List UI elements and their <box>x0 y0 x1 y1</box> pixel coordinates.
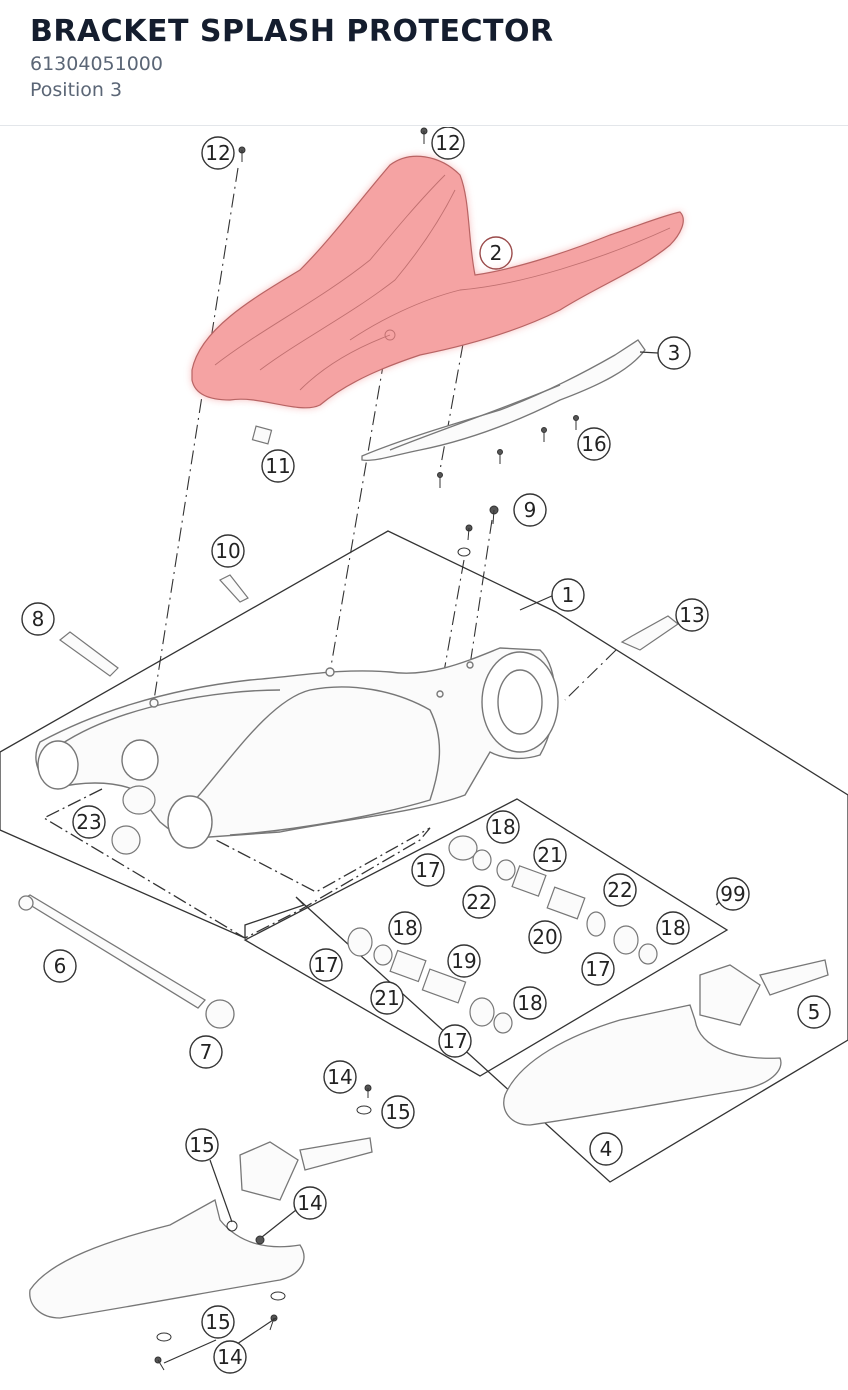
callout-3-label: 3 <box>668 341 681 365</box>
callout-17c-label: 17 <box>585 957 610 981</box>
chain-slider-lower <box>29 1137 373 1319</box>
page-header: BRACKET SPLASH PROTECTOR 61304051000 Pos… <box>0 0 848 126</box>
callout-15c-label: 15 <box>205 1310 230 1334</box>
callout-23-label: 23 <box>76 810 101 834</box>
chain-guide-part-3 <box>361 339 646 461</box>
callout-12a-label: 12 <box>205 141 230 165</box>
callout-2: 2 <box>479 236 513 270</box>
callout-1: 1 <box>551 578 585 612</box>
swingarm <box>35 647 559 849</box>
axle-part-6 <box>18 894 235 1029</box>
callout-6: 6 <box>43 949 77 983</box>
callout-18d-label: 18 <box>517 991 542 1015</box>
callout-8: 8 <box>21 602 55 636</box>
callout-15b: 15 <box>185 1128 219 1162</box>
frame-23-outline <box>42 788 431 939</box>
callout-23: 23 <box>72 805 106 839</box>
callout-9: 9 <box>513 493 547 527</box>
callout-18d: 18 <box>513 986 547 1020</box>
callout-17c: 17 <box>581 952 615 986</box>
callout-15b-label: 15 <box>189 1133 214 1157</box>
page-title: BRACKET SPLASH PROTECTOR <box>30 14 554 49</box>
part-number: 61304051000 <box>30 53 163 75</box>
callout-22b: 22 <box>603 873 637 907</box>
callout-16: 16 <box>577 427 611 461</box>
callout-5: 5 <box>797 995 831 1029</box>
callout-17d-label: 17 <box>442 1029 467 1053</box>
callout-15c: 15 <box>201 1305 235 1339</box>
callout-13-label: 13 <box>679 603 704 627</box>
callout-18b-label: 18 <box>392 916 417 940</box>
callout-20-label: 20 <box>532 925 557 949</box>
callout-14b: 14 <box>293 1186 327 1220</box>
frame-99-outline <box>243 798 729 1077</box>
callout-18a: 18 <box>486 810 520 844</box>
callout-10: 10 <box>211 534 245 568</box>
callout-14c-label: 14 <box>217 1345 242 1369</box>
chain-slider-part-4 <box>503 959 829 1126</box>
callout-20: 20 <box>528 920 562 954</box>
position-label: Position 3 <box>30 79 123 101</box>
callout-99-label: 99 <box>720 882 745 906</box>
callout-99: 99 <box>716 877 750 911</box>
callout-11-label: 11 <box>265 454 290 478</box>
callout-19-label: 19 <box>451 949 476 973</box>
callout-12a: 12 <box>201 136 235 170</box>
callout-17b-label: 17 <box>313 953 338 977</box>
assembly-frames <box>0 530 848 1183</box>
callout-10-label: 10 <box>215 539 240 563</box>
callout-15a: 15 <box>381 1095 415 1129</box>
callout-7: 7 <box>189 1035 223 1069</box>
callout-5-label: 5 <box>808 1000 821 1024</box>
callout-21a-label: 21 <box>537 843 562 867</box>
callout-2-label: 2 <box>490 241 503 265</box>
callout-11: 11 <box>261 449 295 483</box>
callout-22a-label: 22 <box>466 890 491 914</box>
callout-17d: 17 <box>438 1024 472 1058</box>
callout-12b-label: 12 <box>435 131 460 155</box>
callout-15a-label: 15 <box>385 1100 410 1124</box>
callout-18a-label: 18 <box>490 815 515 839</box>
callout-14b-label: 14 <box>297 1191 322 1215</box>
callout-22b-label: 22 <box>607 878 632 902</box>
callout-6-label: 6 <box>54 954 67 978</box>
callout-16-label: 16 <box>581 432 606 456</box>
callout-18c-label: 18 <box>660 916 685 940</box>
callout-21b-label: 21 <box>374 986 399 1010</box>
callout-17a: 17 <box>411 853 445 887</box>
splash-protector-part-2 <box>191 155 684 409</box>
callout-21a: 21 <box>533 838 567 872</box>
callout-4-label: 4 <box>600 1137 613 1161</box>
callout-22a: 22 <box>462 885 496 919</box>
callout-7-label: 7 <box>200 1040 213 1064</box>
small-parts <box>59 425 680 1034</box>
callout-9-label: 9 <box>524 498 537 522</box>
callout-8-label: 8 <box>32 607 45 631</box>
callout-21b: 21 <box>370 981 404 1015</box>
callout-1-label: 1 <box>562 583 575 607</box>
callouts: 1 2 3 4 5 6 7 8 9 10 11 12 12 13 14 14 1… <box>21 127 831 1374</box>
callout-12b: 12 <box>431 127 465 160</box>
frame-1-outline <box>0 530 848 1183</box>
callout-4: 4 <box>589 1132 623 1166</box>
callout-18b: 18 <box>388 911 422 945</box>
exploded-parts-diagram: 1 2 3 4 5 6 7 8 9 10 11 12 12 13 14 14 1… <box>0 127 848 1374</box>
callout-19: 19 <box>447 944 481 978</box>
callout-14c: 14 <box>213 1340 247 1374</box>
screws <box>154 127 579 1371</box>
callout-17b: 17 <box>309 948 343 982</box>
callout-17a-label: 17 <box>415 858 440 882</box>
callout-3: 3 <box>657 336 691 370</box>
callout-18c: 18 <box>656 911 690 945</box>
callout-14a-label: 14 <box>327 1065 352 1089</box>
callout-14a: 14 <box>323 1060 357 1094</box>
callout-13: 13 <box>675 598 709 632</box>
